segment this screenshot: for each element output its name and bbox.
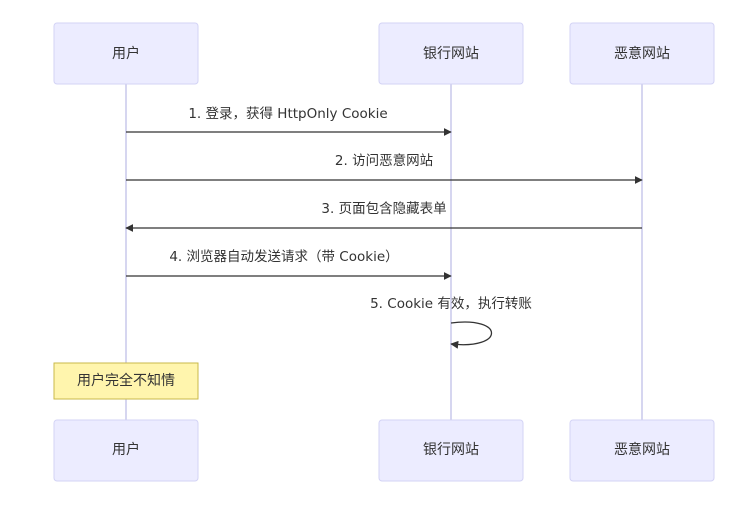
actor-label: 用户	[112, 45, 140, 62]
message-label: 2. 访问恶意网站	[335, 152, 433, 169]
message-label: 5. Cookie 有效，执行转账	[370, 296, 532, 312]
actor-evil-top: 恶意网站	[569, 22, 715, 85]
self-message-arrow	[450, 321, 493, 349]
actor-label: 用户	[112, 441, 140, 458]
note-user-unaware: 用户完全不知情	[53, 362, 199, 400]
actor-evil-bottom: 恶意网站	[569, 419, 715, 482]
actor-bank-bottom: 银行网站	[378, 419, 524, 482]
note-text: 用户完全不知情	[77, 372, 175, 389]
actor-user-top: 用户	[53, 22, 199, 85]
actor-bank-top: 银行网站	[378, 22, 524, 85]
message-label: 1. 登录，获得 HttpOnly Cookie	[188, 105, 387, 122]
actor-label: 恶意网站	[614, 441, 670, 458]
actor-label: 恶意网站	[614, 45, 670, 62]
actor-label: 银行网站	[423, 442, 479, 458]
actor-user-bottom: 用户	[53, 419, 199, 482]
message-label: 4. 浏览器自动发送请求（带 Cookie）	[169, 249, 398, 265]
message-label: 3. 页面包含隐藏表单	[321, 201, 446, 217]
actor-label: 银行网站	[423, 46, 479, 62]
